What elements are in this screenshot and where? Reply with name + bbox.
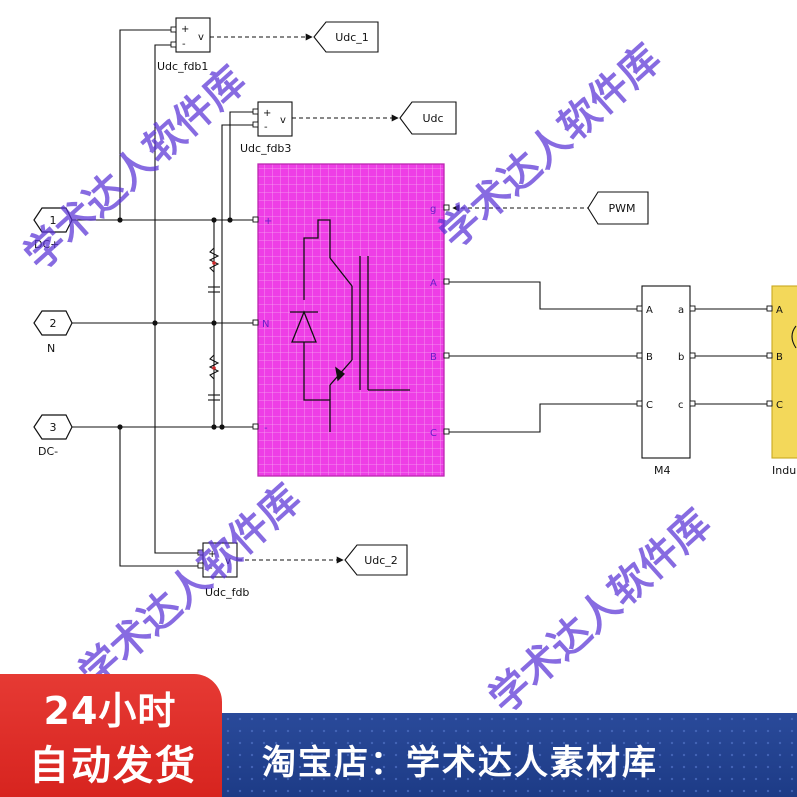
svg-text:+: + (264, 216, 272, 227)
svg-text:C: C (646, 400, 653, 411)
svg-text:v: v (198, 32, 204, 43)
goto-udc1[interactable]: Udc_1 (313, 21, 379, 53)
sensor-label: Udc_fdb (205, 586, 249, 599)
voltage-sensor-fdb1[interactable]: + - v Udc_fdb1 (157, 17, 211, 73)
svg-text:+: + (208, 549, 216, 560)
delivery-hours: 24小时 (43, 689, 177, 733)
auto-delivery: 自动发货 (29, 743, 197, 789)
goto-udc[interactable]: Udc (399, 101, 457, 135)
inport-number: 2 (50, 317, 57, 330)
block-label: M4 (654, 464, 671, 477)
igbt-diode-icon (290, 219, 410, 432)
banner-pattern (222, 713, 797, 797)
inport-dc-plus[interactable]: 1 DC+ (33, 207, 73, 251)
goto-udc2[interactable]: Udc_2 (344, 544, 408, 576)
svg-text:-: - (264, 423, 268, 434)
watermark-text: 学术达人软件库 (16, 58, 255, 280)
svg-text:Udc_1: Udc_1 (335, 31, 369, 44)
svg-text:N: N (262, 319, 269, 330)
dc-link-capacitors[interactable] (208, 247, 220, 401)
inport-label: DC- (38, 445, 58, 458)
load-block[interactable]: A B C Indu (771, 285, 797, 477)
voltage-sensor-fdb[interactable]: + - v Udc_fdb (202, 542, 249, 599)
svg-text:B: B (776, 352, 783, 363)
inport-number: 1 (50, 214, 57, 227)
svg-text:-: - (182, 39, 186, 50)
svg-text:PWM: PWM (608, 202, 635, 215)
inport-label: DC+ (34, 238, 59, 251)
svg-text:C: C (430, 428, 437, 439)
inport-dc-minus[interactable]: 3 DC- (33, 414, 73, 458)
svg-text:A: A (776, 305, 783, 316)
inport-number: 3 (50, 421, 57, 434)
svg-text:+: + (263, 108, 271, 119)
svg-text:a: a (678, 305, 684, 316)
svg-text:-: - (209, 563, 213, 574)
sensor-label: Udc_fdb3 (240, 142, 291, 155)
shop-name: 淘宝店：学术达人素材库 (262, 743, 658, 783)
watermark-text: 学术达人软件库 (481, 501, 720, 723)
sensor-label: Udc_fdb1 (157, 60, 208, 73)
svg-text:b: b (678, 352, 684, 363)
svg-text:B: B (646, 352, 653, 363)
block-label: Indu (772, 464, 796, 477)
inport-n[interactable]: 2 N (33, 310, 73, 355)
port-markers (170, 26, 773, 569)
svg-text:C: C (776, 400, 783, 411)
voltage-sensor-fdb3[interactable]: + - v Udc_fdb3 (240, 101, 293, 155)
svg-text:Udc_2: Udc_2 (364, 554, 398, 567)
svg-text:A: A (646, 305, 653, 316)
svg-text:B: B (430, 352, 437, 363)
svg-text:-: - (264, 122, 268, 133)
inport-label: N (47, 342, 55, 355)
measurement-block-m4[interactable]: A B C a b c M4 (641, 285, 691, 477)
junctions (117, 217, 233, 430)
svg-text:+: + (181, 24, 189, 35)
watermark-text: 学术达人软件库 (71, 476, 310, 698)
svg-text:A: A (430, 278, 437, 289)
signal-lines (210, 33, 598, 564)
svg-text:c: c (678, 400, 684, 411)
delivery-badge (0, 674, 222, 797)
from-pwm[interactable]: PWM (587, 191, 649, 225)
wires (72, 29, 772, 567)
svg-text:g: g (430, 204, 436, 215)
svg-text:v: v (280, 115, 286, 126)
svg-text:v: v (225, 556, 231, 567)
inverter-block[interactable]: + N - g A B C (257, 163, 445, 477)
svg-text:Udc: Udc (422, 112, 443, 125)
